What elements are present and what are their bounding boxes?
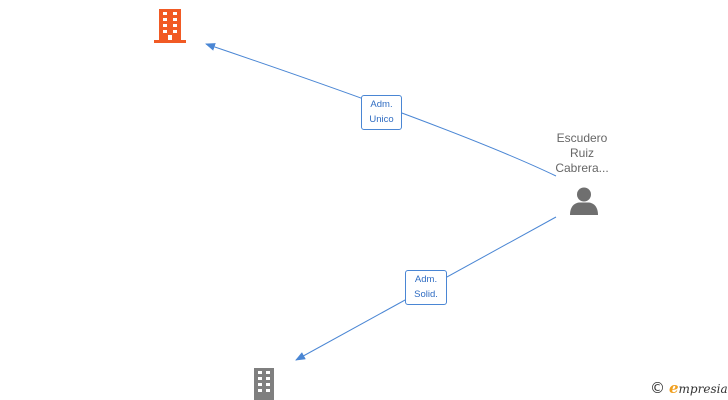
empresia-watermark: © empresia: [650, 378, 728, 398]
person-name[interactable]: Escudero Ruiz Cabrera...: [536, 131, 628, 176]
person-name-line: Cabrera...: [555, 161, 609, 175]
edge-label-adm-unico[interactable]: Adm. Unico: [361, 95, 402, 130]
edge-label-line: Adm.: [414, 274, 438, 285]
person-icon[interactable]: [569, 186, 599, 216]
edge-label-line: Unico: [369, 114, 394, 125]
person-name-line: Escudero: [556, 131, 608, 145]
edge-label-line: Adm.: [370, 99, 393, 110]
brand-rest: mpresia: [678, 381, 728, 396]
edge-label-adm-solid[interactable]: Adm. Solid.: [405, 270, 447, 305]
building-icon[interactable]: [250, 368, 278, 400]
edge-adm-unico: [205, 43, 557, 177]
edge-label-line: Solid.: [414, 289, 438, 300]
brand-initial: e: [669, 378, 679, 397]
building-icon[interactable]: [154, 9, 186, 43]
copyright-symbol: ©: [650, 379, 665, 397]
person-name-line: Ruiz: [569, 146, 594, 160]
brand-logo: empresia: [669, 378, 728, 399]
